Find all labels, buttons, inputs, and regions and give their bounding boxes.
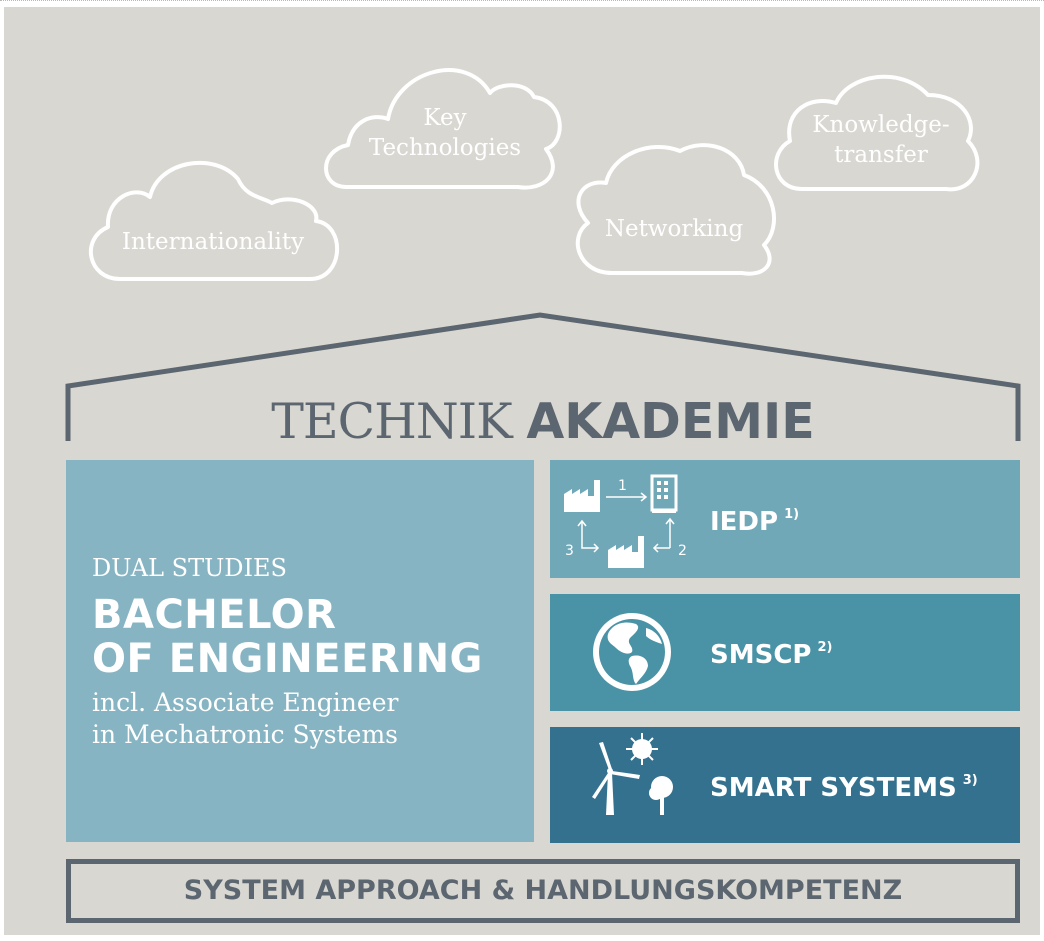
smscp-note: 2)	[817, 640, 833, 655]
cloud-knowledge-transfer	[774, 74, 980, 192]
dual-studies-label: DUAL STUDIES	[92, 554, 287, 582]
title-light: TECHNIK	[271, 393, 527, 450]
smscp-box: SMSCP 2)	[550, 594, 1020, 711]
arrow-number-3: 3	[565, 543, 574, 559]
arrow-number-2: 2	[678, 543, 687, 559]
smart-systems-box: SMART SYSTEMS 3)	[550, 727, 1020, 843]
iedp-text: IEDP	[710, 507, 779, 537]
bachelor-note-2: in Mechatronic Systems	[92, 720, 398, 749]
smscp-label: SMSCP 2)	[710, 640, 832, 670]
iedp-box: 1 2 3 IEDP 1)	[550, 460, 1020, 578]
smart-systems-text: SMART SYSTEMS	[710, 773, 957, 803]
bachelor-box: DUAL STUDIES BACHELOR OF ENGINEERING inc…	[66, 460, 534, 842]
bachelor-heading-2: OF ENGINEERING	[92, 636, 483, 682]
cloud-key-technologies	[324, 68, 562, 190]
factory-exchange-icon: 1 2 3	[564, 474, 687, 568]
cloud-label-key-technologies: Key Technologies	[368, 105, 522, 161]
globe-icon	[593, 613, 671, 691]
page-title: TECHNIK AKADEMIE	[66, 393, 1020, 450]
cloud-label-knowledge-transfer: Knowledge- transfer	[812, 112, 950, 168]
iedp-label: IEDP 1)	[710, 507, 799, 537]
bachelor-heading-1: BACHELOR	[92, 592, 337, 638]
wind-sun-tree-icon	[592, 733, 673, 815]
smart-systems-label: SMART SYSTEMS 3)	[710, 773, 978, 803]
title-bold: AKADEMIE	[526, 393, 815, 450]
smart-systems-note: 3)	[962, 773, 978, 788]
cloud-label-internationality: Internationality	[121, 229, 305, 255]
iedp-note: 1)	[784, 507, 800, 522]
cloud-internationality	[89, 160, 340, 281]
roof-line	[65, 312, 1021, 441]
arrow-number-1: 1	[618, 478, 627, 494]
cloud-networking	[575, 143, 777, 276]
system-approach-bar: SYSTEM APPROACH & HANDLUNGSKOMPETENZ	[66, 859, 1020, 923]
cloud-label-networking: Networking	[604, 216, 744, 242]
bachelor-note-1: incl. Associate Engineer	[92, 688, 399, 717]
smscp-text: SMSCP	[710, 640, 812, 670]
